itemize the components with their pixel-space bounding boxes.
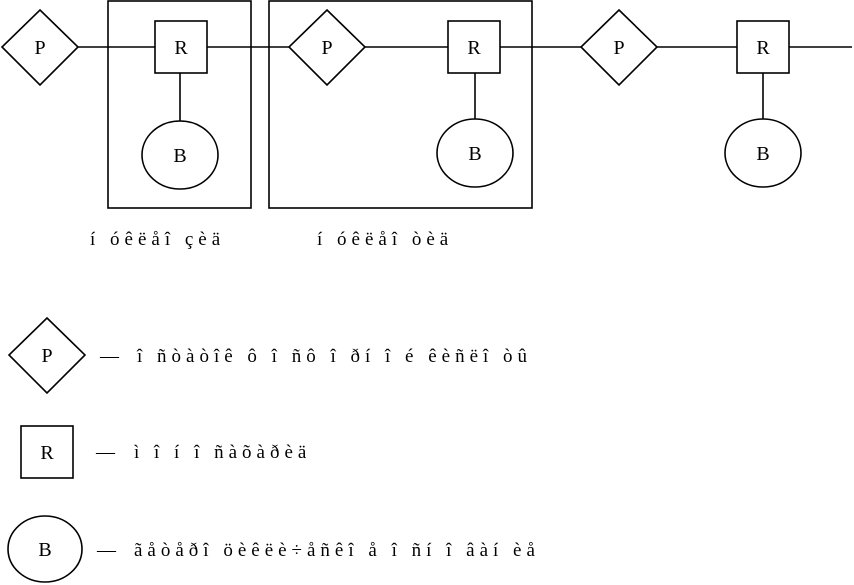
legend-phosphate-shape bbox=[7, 316, 87, 395]
legend-ribose-shape bbox=[20, 425, 74, 479]
base-node-1: B bbox=[141, 120, 219, 190]
legend-dash: — bbox=[96, 540, 121, 561]
phosphate-node-1: P bbox=[0, 8, 80, 87]
nucleotide-label-right: í óêëåî òèä bbox=[317, 229, 453, 250]
ribose-node-3: R bbox=[736, 20, 790, 74]
nucleotide-label-left: í óêëåî çèä bbox=[90, 229, 225, 250]
nucleotide-frame-right bbox=[268, 0, 533, 209]
legend-base-symbol: B bbox=[38, 539, 51, 561]
ribose-node-1: R bbox=[154, 20, 208, 74]
legend-base-shape bbox=[7, 515, 83, 583]
legend-item-ribose: R — ì î í î ñàõàðèä bbox=[20, 425, 311, 479]
base-symbol: B bbox=[173, 145, 186, 167]
phosphate-symbol: P bbox=[321, 37, 332, 59]
phosphate-symbol: P bbox=[34, 37, 45, 59]
base-node-3: B bbox=[724, 118, 802, 188]
ribose-symbol: R bbox=[467, 37, 481, 59]
ribose-symbol: R bbox=[174, 37, 188, 59]
phosphate-node-3: P bbox=[579, 8, 659, 87]
legend-phosphate-text: î ñòàòîê ô î ñô î ðí î é êèñëî òû bbox=[136, 346, 532, 367]
legend-phosphate-symbol: P bbox=[41, 345, 52, 367]
phosphate-node-2: P bbox=[287, 8, 367, 87]
legend-dash: — bbox=[99, 346, 124, 367]
legend-item-base: B — ãåòåðî öèêëè÷åñêî å î ñí î âàí èå bbox=[7, 515, 540, 583]
ribose-node-2: R bbox=[447, 20, 501, 74]
ribose-symbol: R bbox=[756, 37, 770, 59]
base-symbol: B bbox=[468, 143, 481, 165]
legend-ribose-text: ì î í î ñàõàðèä bbox=[134, 442, 311, 463]
legend-dash: — bbox=[95, 442, 120, 463]
legend-base-text: ãåòåðî öèêëè÷åñêî å î ñí î âàí èå bbox=[134, 540, 540, 561]
base-symbol: B bbox=[756, 143, 769, 165]
base-node-2: B bbox=[436, 118, 514, 188]
legend-ribose-symbol: R bbox=[40, 442, 54, 464]
nucleotide-frame-left bbox=[107, 0, 252, 209]
phosphate-symbol: P bbox=[613, 37, 624, 59]
legend-item-phosphate: P — î ñòàòîê ô î ñô î ðí î é êèñëî òû bbox=[7, 316, 532, 395]
